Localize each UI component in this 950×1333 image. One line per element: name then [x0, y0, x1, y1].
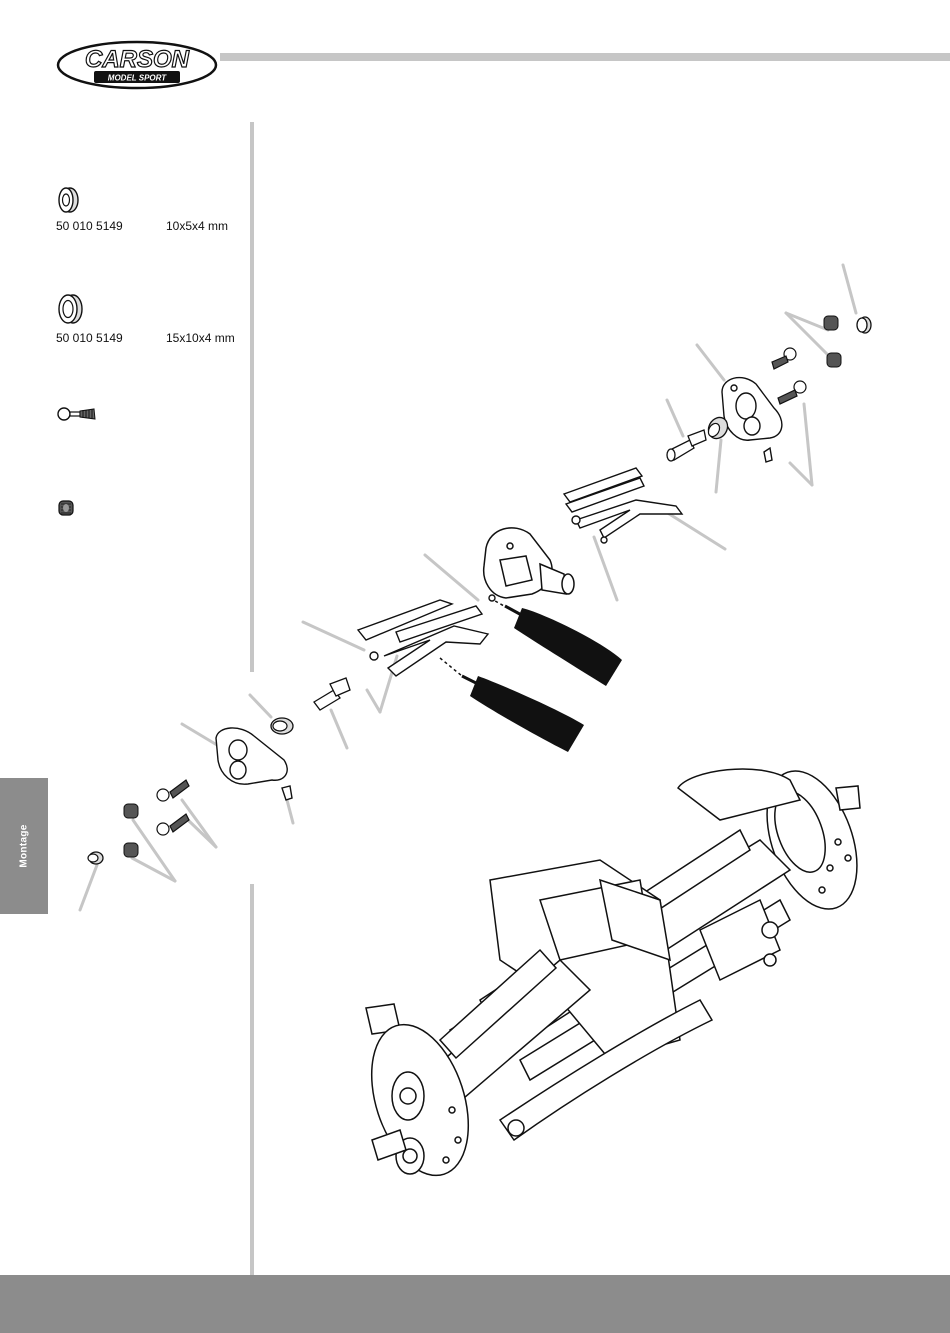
- suspension-arms-upper: [564, 468, 682, 543]
- footer-bar: [0, 1275, 950, 1333]
- gearbox: [484, 528, 574, 598]
- bearing-upper-right: [857, 317, 871, 333]
- grease-tube-upper: [490, 598, 622, 686]
- ball-studs-upper: [772, 348, 806, 404]
- axle-upper: [667, 430, 706, 461]
- suspension-arms-middle: [358, 595, 495, 676]
- hub-carrier-lower: [216, 728, 292, 800]
- ball-studs-lower: [157, 780, 189, 835]
- hub-carrier-upper: [722, 378, 782, 462]
- grease-tube-lower: [440, 658, 584, 752]
- axle-middle: [314, 678, 350, 710]
- bearing-middle: [271, 718, 293, 734]
- nuts-lower: [124, 804, 138, 857]
- nuts-upper: [824, 316, 841, 367]
- bearing-lower-left: [88, 852, 103, 864]
- assembled-axle: [354, 759, 874, 1188]
